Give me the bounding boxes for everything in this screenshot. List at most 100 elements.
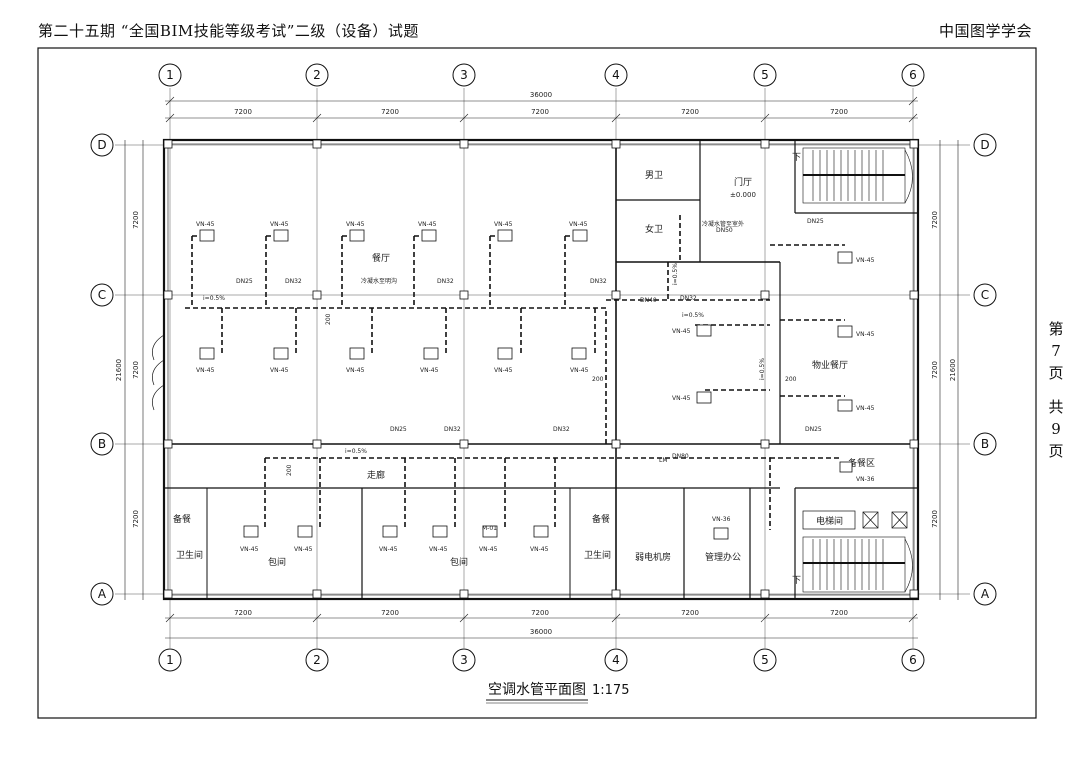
room-label: 物业餐厅 (812, 359, 848, 371)
offset-label: 200 (286, 464, 293, 476)
room-label: 餐厅 (372, 252, 390, 264)
axis-label: D (980, 138, 989, 152)
room-label: 包间 (450, 556, 468, 568)
axis-label: A (981, 587, 990, 601)
fan-coil-units (199, 229, 853, 540)
document-header-org: 中国图学学会 (938, 22, 1032, 40)
stair-label: 下 (792, 153, 801, 163)
pipe-note: 冷凝水至明沟 (361, 277, 397, 285)
stair-bottom-icon (802, 536, 913, 593)
room-label: 包间 (268, 556, 286, 568)
total-dimension: 36000 (530, 628, 552, 636)
dimension-lines-left (124, 140, 144, 600)
stair-top-icon (802, 147, 913, 204)
drawing-frame (37, 47, 1037, 719)
slope-label: i=0.5% (682, 312, 704, 319)
unit-label: VN-45 (270, 221, 289, 228)
room-label: 男卫 (645, 170, 663, 181)
unit-label: VN-45 (196, 367, 215, 374)
side-total-dimension: 21600 (949, 359, 957, 381)
page-indicator-number: 7 (1051, 342, 1061, 360)
bay-dimension: 7200 (681, 108, 699, 116)
pipe-label: DN32 (553, 426, 570, 433)
slope-label: i=0.5% (759, 358, 766, 380)
elevation-label: ±0.000 (730, 191, 756, 199)
pipe-label: DN32 (680, 295, 697, 302)
bay-dimension: 7200 (381, 108, 399, 116)
stair-label: 下 (792, 576, 801, 586)
page-indicator-char: 第 (1048, 320, 1064, 338)
drawing-scale: 1:175 (592, 683, 629, 698)
unit-label: VN-45 (856, 405, 875, 412)
room-label: 卫生间 (584, 549, 611, 561)
unit-label: VN-45 (418, 221, 437, 228)
unit-label: VN-45 (856, 257, 875, 264)
unit-label: M-01 (482, 525, 497, 532)
document-header-title: 第二十五期 “全国BIM技能等级考试”二级（设备）试题 (38, 22, 419, 40)
page-indicator-char: 页 (1048, 442, 1064, 460)
unit-label: VN-45 (346, 367, 365, 374)
bay-dimension: 7200 (830, 609, 848, 617)
axis-label: 4 (612, 68, 620, 82)
room-label: 卫生间 (176, 549, 203, 561)
axis-label: 1 (166, 68, 174, 82)
axis-label: C (981, 288, 989, 302)
pipe-label: DN25 (390, 426, 407, 433)
entrance-doors-icon (152, 334, 165, 411)
offset-label: 200 (592, 376, 604, 383)
slope-label: i=0.5% (345, 448, 367, 455)
dimension-lines-top (165, 96, 918, 123)
bay-dimension: 7200 (931, 361, 939, 379)
pipe-label: DN25 (236, 278, 253, 285)
bay-dimension: 7200 (931, 510, 939, 528)
room-label: 弱电机房 (635, 551, 671, 563)
bay-dimension: 7200 (830, 108, 848, 116)
axis-label: 4 (612, 653, 620, 667)
offset-label: 200 (325, 313, 332, 325)
axis-label: 5 (761, 68, 769, 82)
page-indicator: 第 7 页 共 9 页 (1046, 318, 1066, 462)
room-label: 走廊 (367, 469, 385, 481)
column-axis-top: 1 2 3 4 5 6 (158, 63, 925, 87)
unit-label: VN-45 (270, 367, 289, 374)
side-total-dimension: 21600 (115, 359, 123, 381)
axis-label: 3 (460, 653, 468, 667)
elevator-icon (802, 510, 908, 530)
unit-label: VN-45 (294, 546, 313, 553)
slope-label: i=0.5% (203, 295, 225, 302)
pipe-label: DN40 (640, 297, 657, 304)
bay-dimension: 7200 (531, 108, 549, 116)
axis-label: 1 (166, 653, 174, 667)
room-label: 备餐 (592, 513, 610, 525)
unit-label: VN-45 (672, 395, 691, 402)
bay-dimension: 7200 (931, 211, 939, 229)
pipe-note: 冷凝水管至室外 (702, 220, 744, 228)
pipe-label: DN25 (807, 218, 824, 225)
axis-label: 5 (761, 653, 769, 667)
row-axis-right: D C B A (973, 133, 997, 606)
lm-label: LM (659, 457, 668, 464)
axis-label: 6 (909, 68, 917, 82)
pipe-label: DN32 (590, 278, 607, 285)
pipe-label: DN32 (437, 278, 454, 285)
unit-label: VN-45 (494, 367, 513, 374)
axis-label: B (981, 437, 989, 451)
unit-label: VN-36 (712, 516, 731, 523)
bay-dimension: 7200 (381, 609, 399, 617)
pipe-label: DN80 (672, 453, 689, 460)
offset-label: 200 (785, 376, 797, 383)
axis-label: 3 (460, 68, 468, 82)
structural-columns (163, 139, 919, 599)
bay-dimension: 7200 (132, 211, 140, 229)
room-label: 电梯间 (816, 515, 843, 527)
axis-label: D (97, 138, 106, 152)
unit-label: VN-45 (420, 367, 439, 374)
room-label: 备餐区 (848, 457, 875, 469)
unit-label: VN-45 (856, 331, 875, 338)
unit-label: VN-36 (856, 476, 875, 483)
page-indicator-char: 页 (1048, 364, 1064, 382)
total-dimension: 36000 (530, 91, 552, 99)
room-label: 门厅 (734, 176, 752, 188)
pipe-label: DN25 (805, 426, 822, 433)
unit-label: VN-45 (346, 221, 365, 228)
